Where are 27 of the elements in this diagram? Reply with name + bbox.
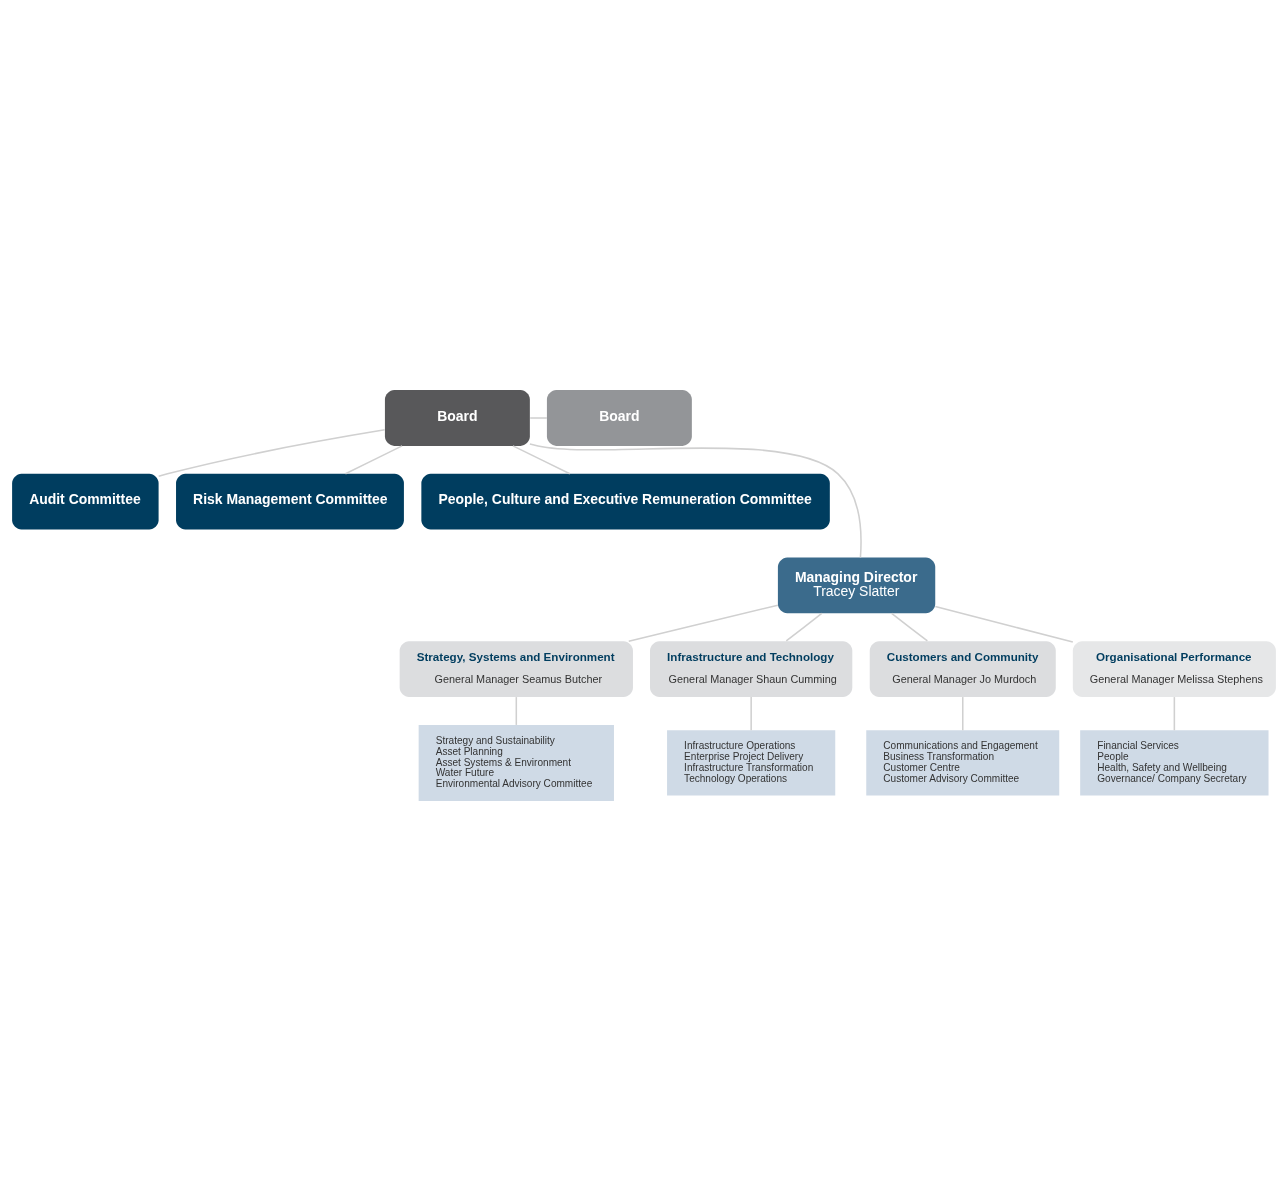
node-box: Board — [546, 390, 692, 446]
connector — [515, 696, 518, 726]
node-box: Strategy, Systems and Environment General Manager Seamus Butcher — [399, 641, 633, 698]
node-box: Infrastructure Operations Enterprise Project Delivery Infrastructure Transformation Technology Operations — [667, 730, 836, 796]
node-box: Strategy and Sustainability Asset Planning Asset Systems & Environment Water Future Environmental Advisory Committee — [418, 724, 614, 801]
connector — [529, 417, 548, 419]
connector — [512, 445, 571, 475]
node-box: Board — [384, 390, 530, 446]
connector — [750, 696, 752, 732]
node-box: Organisational Performance General Manager Melissa Stephens — [1072, 641, 1276, 698]
node-box: Customers and Community General Manager Jo Murdoch — [869, 641, 1056, 698]
node-box: Communications and Engagement Business Transformation Customer Centre Customer Advisory Committee — [866, 730, 1060, 796]
connector — [962, 696, 964, 732]
connector — [344, 445, 403, 475]
connector — [157, 429, 386, 477]
node-box: Infrastructure and Technology General Manager Shaun Cumming — [650, 641, 853, 698]
connector — [785, 612, 823, 642]
node-box: Managing Director Tracey Slatter — [777, 557, 936, 614]
connector — [1173, 696, 1176, 732]
connector — [529, 443, 862, 559]
node-box: Audit Committee — [12, 473, 159, 530]
node-box: Risk Management Committee — [176, 473, 404, 530]
connector — [934, 605, 1074, 643]
node-box: Financial Services People Health, Safety and Wellbeing Governance/ Company Secretary — [1080, 730, 1269, 796]
connector — [628, 604, 779, 642]
node-box: People, Culture and Executive Remuneration Committee — [421, 473, 830, 530]
connector — [890, 612, 929, 642]
